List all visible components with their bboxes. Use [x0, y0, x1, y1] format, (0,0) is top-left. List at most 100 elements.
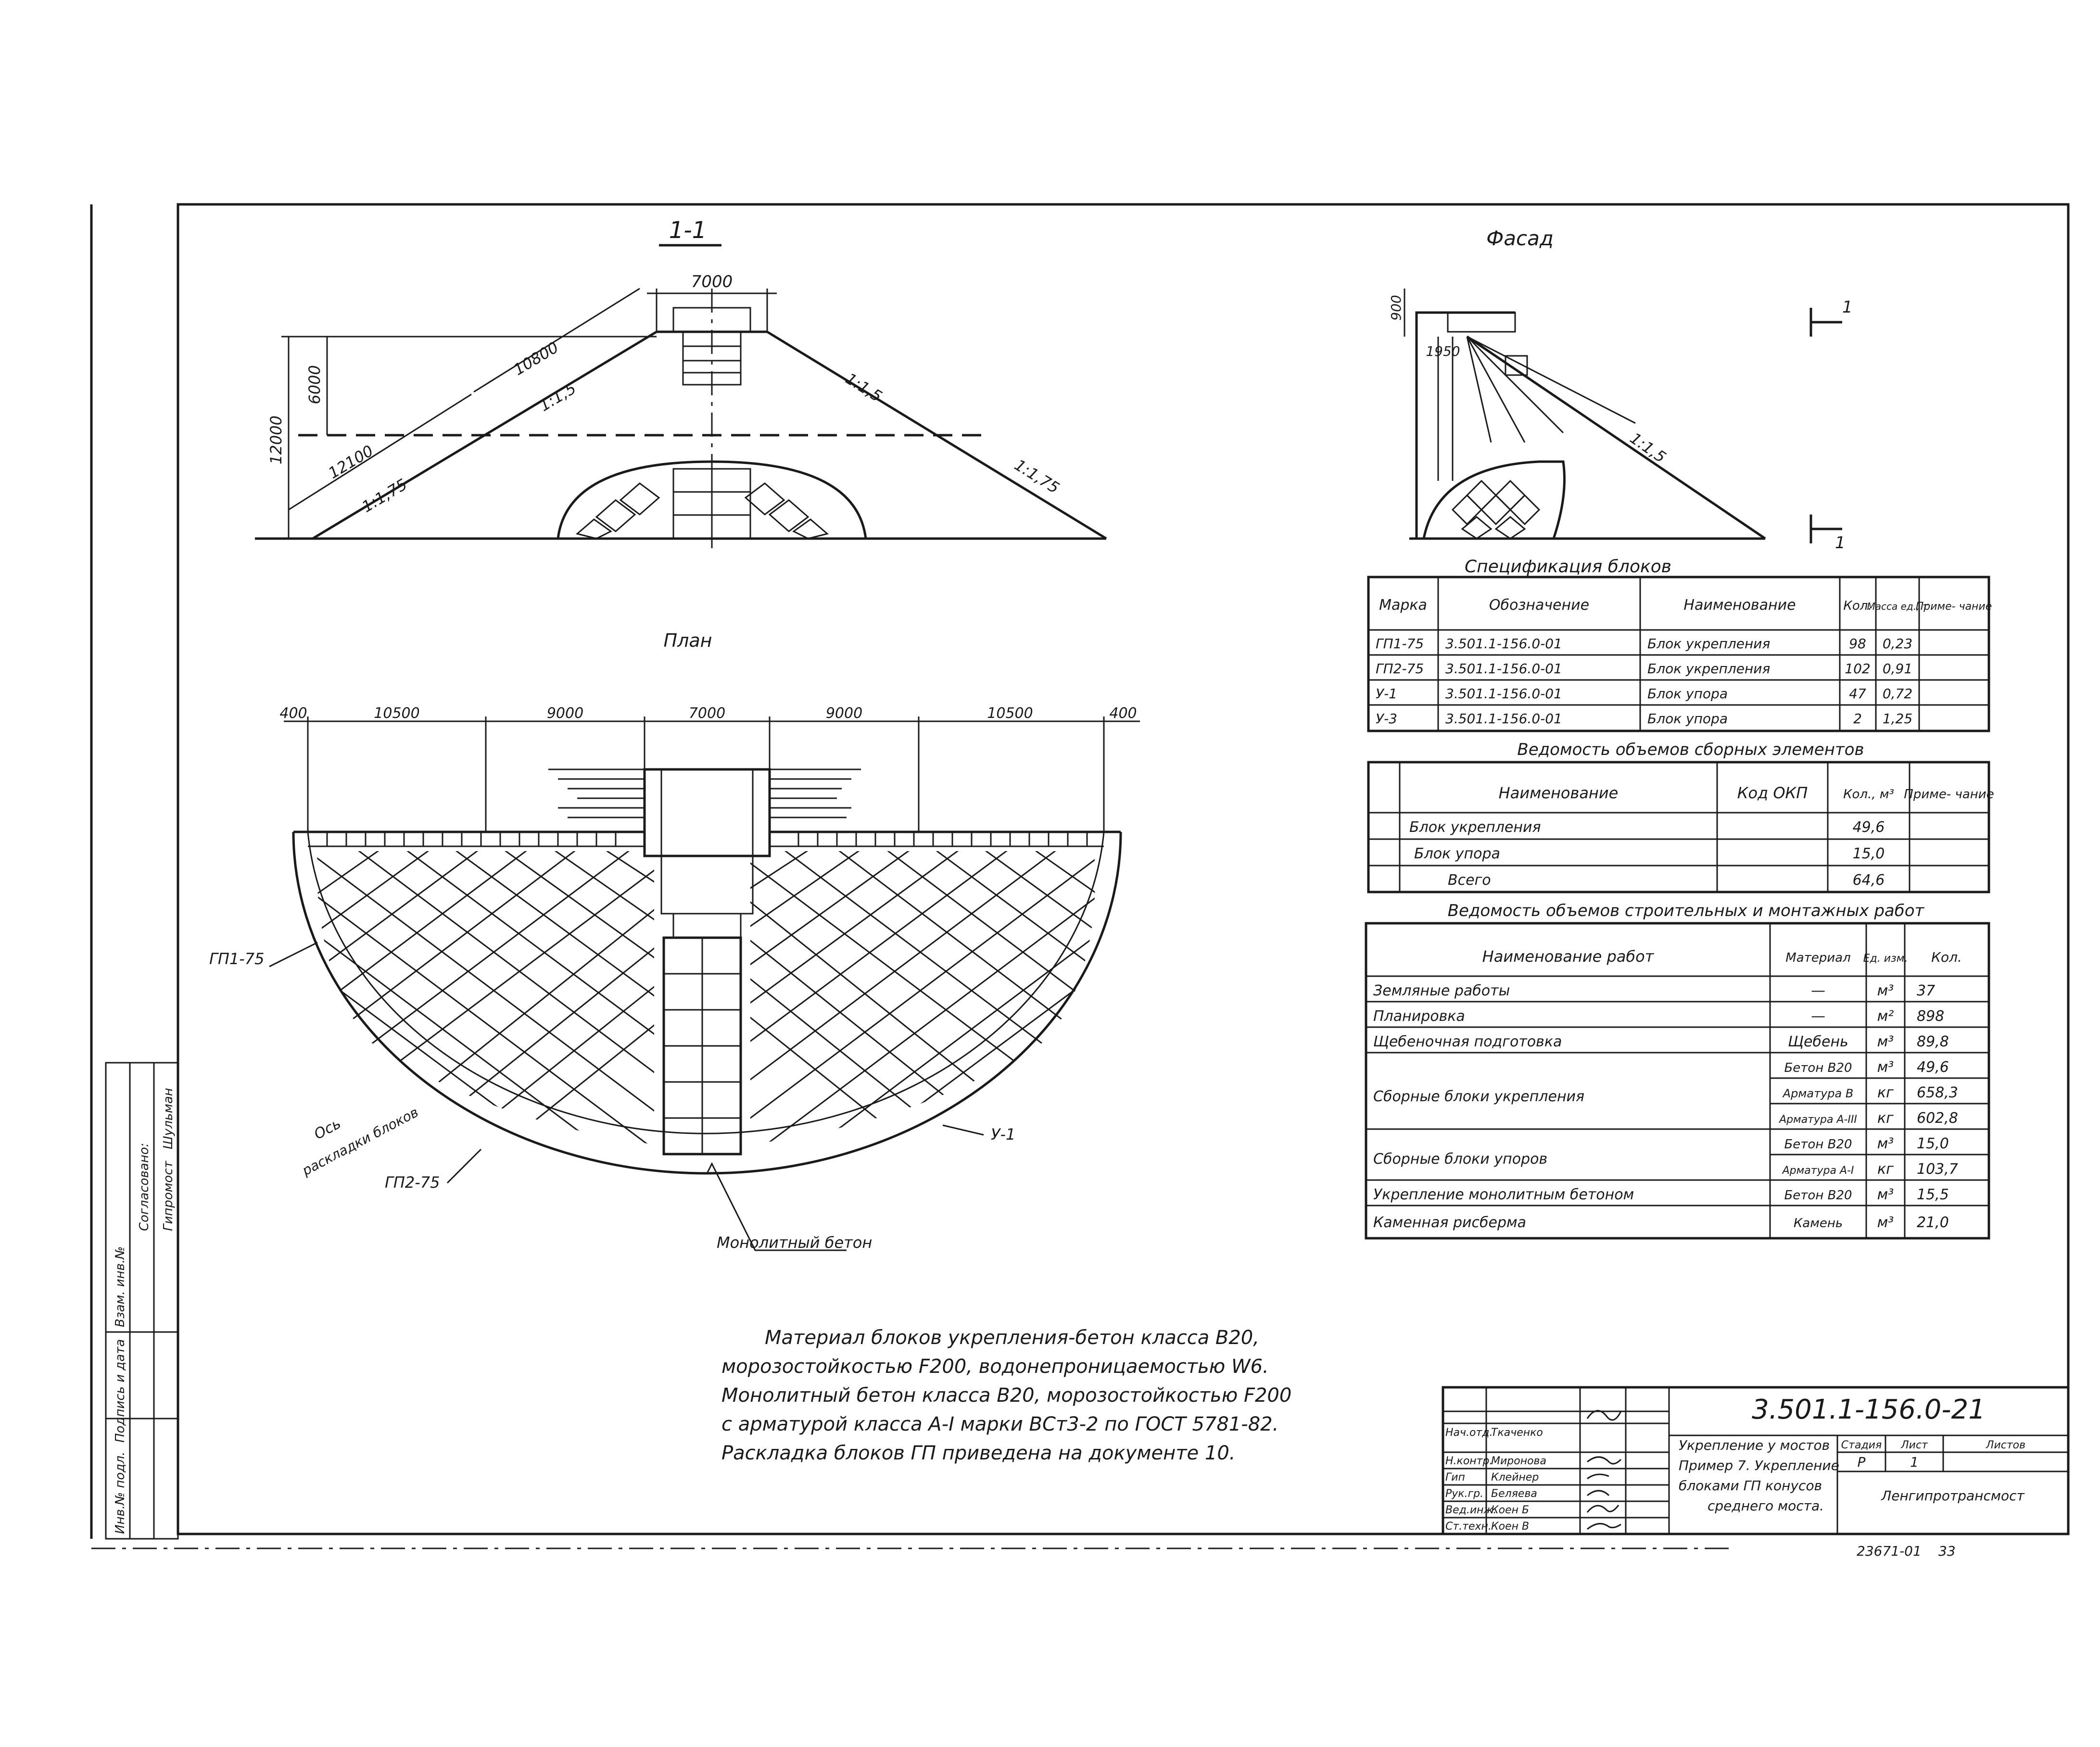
spec-cell: Блок упора: [1647, 711, 1728, 727]
spec-cell: 1,25: [1883, 711, 1912, 727]
works-cell: 89,8: [1917, 1033, 1949, 1050]
works-cell: м³: [1877, 1186, 1894, 1203]
works-cell: —: [1811, 1008, 1825, 1025]
plan-dim: 9000: [826, 705, 862, 722]
section-dim-height-upper: 6000: [305, 365, 324, 404]
volumes-prefab-table: Ведомость объемов сборных элементов Наим…: [1367, 740, 1994, 893]
spec-cell: У-3: [1376, 711, 1397, 727]
title-block-desc: Пример 7. Укрепление: [1679, 1458, 1839, 1473]
volumes-works-header: Наименование работ: [1482, 947, 1655, 966]
section-title: 1-1: [669, 217, 707, 244]
works-cell: Сборные блоки упоров: [1373, 1151, 1547, 1168]
volumes-works-table: Ведомость объемов строительных и монтажн…: [1365, 901, 1990, 1240]
title-block-desc: среднего моста.: [1708, 1498, 1824, 1514]
section-marker-bottom: 1: [1835, 533, 1846, 553]
title-block-role: Н.контр.: [1445, 1455, 1493, 1467]
volumes-prefab-cell: 15,0: [1853, 845, 1885, 862]
stamp-replace-inv: Взам. инв.№: [113, 1246, 127, 1327]
spec-cell: 0,91: [1883, 661, 1912, 677]
spec-cell: 98: [1849, 636, 1866, 652]
plan-label-monolith: Монолитный бетон: [717, 1233, 872, 1252]
works-cell: Каменная рисберма: [1373, 1214, 1526, 1231]
works-cell: —: [1811, 982, 1825, 999]
works-cell: м³: [1877, 1033, 1894, 1050]
works-cell: Щебень: [1788, 1033, 1848, 1050]
plan-view: План 400 10500 9000 7000 9000 10500 400: [209, 630, 1140, 1252]
works-cell: кг: [1877, 1161, 1894, 1178]
title-block-sheet-label: Лист: [1900, 1439, 1928, 1451]
works-cell: м³: [1877, 1214, 1894, 1231]
works-cell: 21,0: [1917, 1214, 1949, 1231]
title-block-sheet: 1: [1910, 1454, 1919, 1470]
plan-label-axis-line1: Ось: [311, 1115, 343, 1143]
spec-header: Обозначение: [1489, 597, 1589, 614]
footer-number: 23671-01: [1857, 1543, 1922, 1559]
section-slope-lower-length: 12100: [325, 441, 377, 482]
works-cell: Земляные работы: [1373, 982, 1510, 999]
notes: Материал блоков укрепления-бетон класса …: [721, 1327, 1291, 1464]
plan-dimensions: 400 10500 9000 7000 9000 10500 400: [279, 705, 1137, 722]
spec-cell: У-1: [1376, 686, 1397, 702]
title-block-role: Рук.гр.: [1445, 1488, 1483, 1500]
volumes-prefab-header: Приме- чание: [1904, 787, 1994, 802]
spec-header: Приме- чание: [1916, 601, 1992, 613]
title-block-role: Ст.техн.: [1445, 1521, 1492, 1533]
volumes-prefab-cell: Всего: [1448, 872, 1491, 889]
title-block-desc: Укрепление у мостов: [1679, 1437, 1830, 1453]
volumes-works-title: Ведомость объемов строительных и монтажн…: [1448, 901, 1925, 920]
works-cell: 103,7: [1917, 1161, 1958, 1178]
works-cell: м²: [1877, 1008, 1894, 1025]
section-slope-lower-ratio-left: 1:1,75: [359, 475, 410, 516]
plan-dim: 10500: [374, 705, 419, 722]
title-block: 3.501.1-156.0-21 Укрепление у мостов При…: [1442, 1386, 2070, 1535]
title-block-role: Вед.инж.: [1445, 1504, 1496, 1516]
works-cell: м³: [1877, 1135, 1894, 1152]
spec-cell: 3.501.1-156.0-01: [1445, 636, 1562, 652]
volumes-prefab-header: Наименование: [1499, 784, 1619, 802]
note-line: Монолитный бетон класса В20, морозостойк…: [721, 1384, 1291, 1407]
spec-cell: Блок укрепления: [1647, 636, 1770, 652]
title-block-desc: блоками ГП конусов: [1679, 1478, 1822, 1494]
section-dim-top-width: 7000: [691, 272, 733, 291]
plan-dim: 10500: [987, 705, 1033, 722]
note-line: Материал блоков укрепления-бетон класса …: [765, 1327, 1259, 1349]
stamp-name: Шульман: [161, 1088, 176, 1149]
spec-cell: Блок упора: [1647, 686, 1728, 702]
spec-header: Марка: [1379, 597, 1427, 614]
works-cell: м³: [1877, 982, 1894, 999]
title-block-name: Миронова: [1491, 1455, 1546, 1467]
volumes-works-header: Материал: [1785, 951, 1850, 965]
spec-header: Наименование: [1683, 597, 1796, 614]
note-line: морозостойкостью F200, водонепроницаемос…: [721, 1356, 1269, 1378]
works-cell: 15,5: [1917, 1186, 1949, 1203]
works-cell: Арматура В: [1782, 1087, 1854, 1100]
works-cell: 658,3: [1917, 1084, 1958, 1101]
section-slope-upper-ratio-left: 1:1,5: [536, 379, 579, 415]
title-block-name: Коен В: [1491, 1521, 1529, 1533]
spec-cell: Блок укрепления: [1647, 661, 1770, 677]
title-block-role: Гип: [1445, 1471, 1465, 1483]
works-cell: кг: [1877, 1110, 1894, 1127]
plan-title: План: [664, 630, 712, 651]
spec-title: Спецификация блоков: [1465, 557, 1671, 577]
plan-label-axis-line2: раскладки блоков: [299, 1104, 421, 1179]
spec-cell: 2: [1853, 711, 1862, 727]
spec-cell: 3.501.1-156.0-01: [1445, 711, 1562, 727]
works-cell: 37: [1917, 982, 1935, 999]
spec-cell: 102: [1845, 661, 1870, 677]
works-cell: Сборные блоки укрепления: [1373, 1088, 1584, 1105]
stamp-inv-no: Инв.№ подл.: [113, 1452, 127, 1534]
plan-dim: 400: [279, 705, 307, 722]
note-line: Раскладка блоков ГП приведена на докумен…: [721, 1442, 1236, 1464]
plan-dim: 7000: [689, 705, 725, 722]
spec-cell: 47: [1849, 686, 1866, 702]
works-cell: Арматура А-I: [1782, 1165, 1854, 1177]
title-block-name: Ткаченко: [1491, 1427, 1543, 1439]
note-line: с арматурой класса А-I марки ВСт3-2 по Г…: [721, 1413, 1278, 1435]
stamp-agreed: Согласовано:: [137, 1143, 152, 1231]
works-cell: 15,0: [1917, 1135, 1949, 1152]
stamp-org: Гипромост: [161, 1160, 176, 1231]
spec-rows: ГП1-75 3.501.1-156.0-01 Блок укрепления …: [1376, 636, 1912, 727]
title-block-name: Клейнер: [1491, 1471, 1539, 1483]
